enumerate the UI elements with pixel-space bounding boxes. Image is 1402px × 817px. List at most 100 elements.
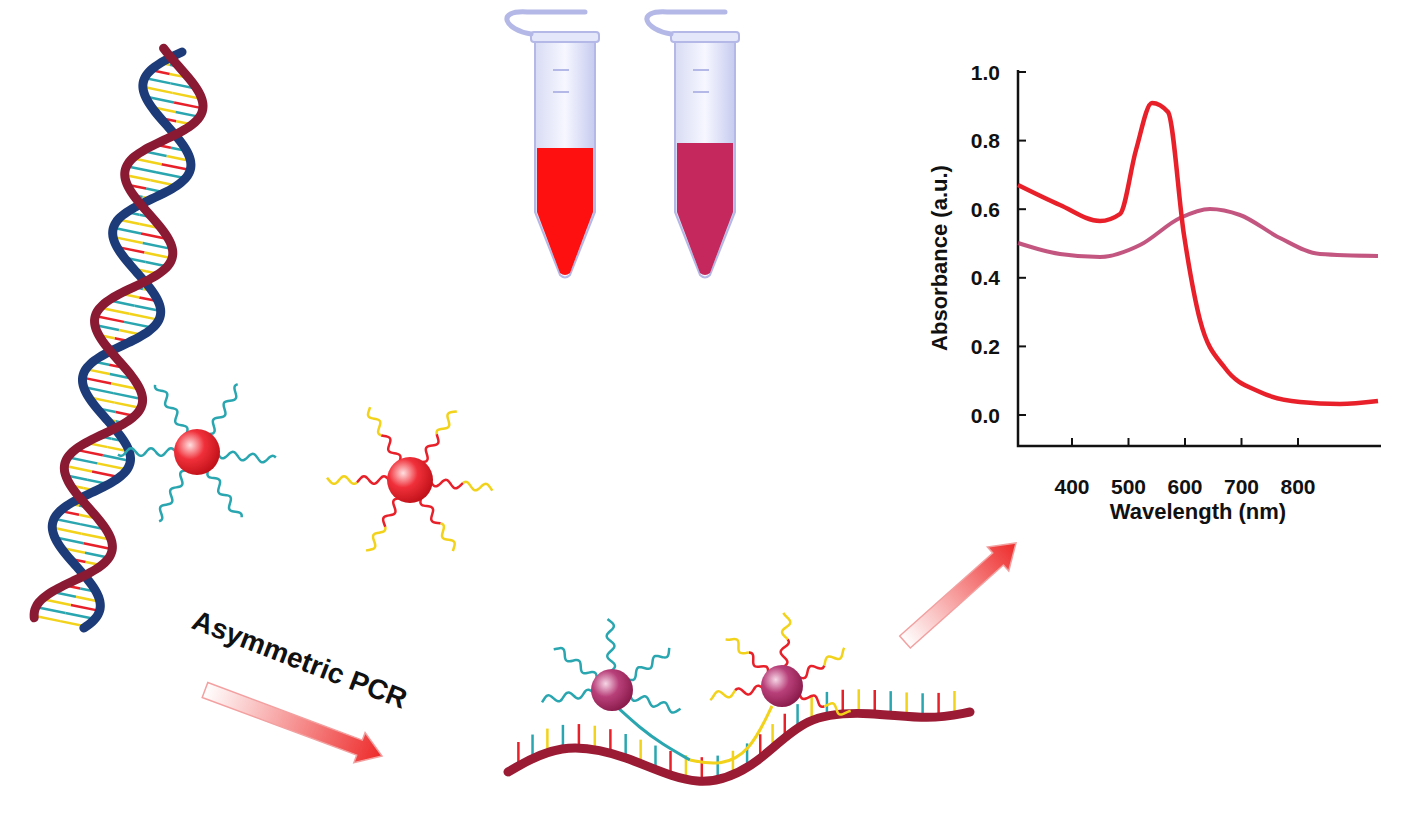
- target-base: [810, 697, 813, 719]
- tube-liquid: [537, 148, 593, 275]
- target-base: [594, 726, 597, 748]
- axis-title: Wavelength (nm): [1110, 501, 1286, 523]
- spectrum-curve: [1018, 209, 1378, 257]
- absorbance-chart: [1018, 70, 1381, 446]
- axis-tick-label: 0.8: [971, 130, 1000, 151]
- target-base: [953, 691, 956, 713]
- probe-strand: [824, 703, 850, 714]
- probe-strand: [554, 648, 597, 679]
- axis-tick: [1241, 438, 1243, 446]
- axis-tick-label: 1.0: [971, 62, 1000, 83]
- axis-tick: [1071, 438, 1073, 446]
- probe-strand: [381, 435, 400, 461]
- tube-mark: [553, 69, 569, 71]
- probe-strand: [431, 480, 463, 488]
- spectrum-curve: [1018, 103, 1378, 404]
- probe-strand: [357, 476, 389, 484]
- axis-tick-label: 0.4: [971, 267, 1000, 288]
- probe-strand: [463, 482, 492, 491]
- tube-cap: [647, 12, 725, 34]
- target-base: [873, 690, 876, 712]
- probe-strand: [383, 498, 399, 527]
- axis-tick: [1297, 438, 1299, 446]
- nanoparticle: [174, 429, 220, 475]
- probe-strand: [441, 523, 455, 551]
- target-base: [826, 692, 829, 714]
- probe-strand: [710, 690, 735, 700]
- tube-body: [535, 40, 595, 278]
- target-base: [654, 746, 657, 768]
- probe-strand: [630, 696, 680, 713]
- axis-tick-label: 700: [1224, 476, 1259, 497]
- probe-strand: [749, 653, 768, 674]
- target-base: [701, 757, 704, 779]
- target-base: [639, 740, 642, 762]
- axis-tick: [1018, 277, 1026, 279]
- probe-strand: [735, 686, 763, 695]
- probe-strand: [824, 648, 844, 666]
- nanoparticle: [387, 457, 433, 503]
- target-base: [578, 724, 581, 746]
- probe-strand: [607, 619, 615, 671]
- tube-body: [675, 40, 735, 278]
- probe-strand: [208, 384, 237, 434]
- target-base: [624, 734, 627, 756]
- probe-strand: [628, 648, 670, 680]
- probe-strand: [781, 639, 789, 667]
- target-ssdna: [508, 712, 970, 781]
- axis-tick: [1128, 438, 1130, 446]
- target-base: [531, 735, 534, 757]
- probe-strand: [159, 470, 186, 521]
- probe-strand: [437, 411, 457, 434]
- sample-tube: [507, 12, 599, 278]
- axis-tick-label: 0.0: [971, 405, 1000, 426]
- target-base: [669, 751, 672, 773]
- axis-tick-label: 0.6: [971, 199, 1000, 220]
- tube-cap: [507, 12, 585, 34]
- probe-strand: [420, 498, 440, 524]
- probe-strand: [366, 527, 385, 551]
- axis-tick-label: 600: [1167, 476, 1202, 497]
- probe-strand: [726, 639, 749, 653]
- probe-strand: [782, 613, 790, 639]
- axis-tick-label: 500: [1111, 476, 1146, 497]
- nanoparticle: [761, 665, 803, 707]
- target-base: [842, 690, 845, 712]
- axis-tick: [1018, 414, 1026, 416]
- axis-tick: [1184, 438, 1186, 446]
- dna-strand: [34, 48, 203, 618]
- axis-tick: [1018, 140, 1026, 142]
- probe-strand: [327, 476, 357, 484]
- axis-tick: [1018, 345, 1026, 347]
- probe-strand: [218, 452, 276, 462]
- target-base: [905, 692, 908, 714]
- probe-strand: [207, 470, 241, 518]
- process-arrow: [894, 531, 1026, 654]
- target-base: [889, 691, 892, 713]
- probe-strand: [155, 385, 188, 434]
- axis-tick-label: 400: [1054, 476, 1089, 497]
- target-base: [716, 756, 719, 778]
- gold-nanoparticle-probe: [542, 619, 680, 713]
- probe-strand: [118, 448, 176, 456]
- probe-strand: [800, 693, 825, 706]
- probe-strand: [799, 666, 825, 679]
- target-base: [857, 689, 860, 711]
- tube-mark: [693, 69, 709, 71]
- axis-tick-label: 0.2: [971, 336, 1000, 357]
- probe-strand: [542, 690, 593, 703]
- target-base: [937, 693, 940, 715]
- target-bases: [518, 689, 954, 779]
- gold-nanoparticle-probe: [327, 407, 492, 551]
- hybridised-strand: [690, 706, 772, 763]
- tube-rim: [531, 32, 599, 42]
- tube-mark: [693, 91, 709, 93]
- tube-liquid: [677, 143, 733, 275]
- tube-mark: [553, 91, 569, 93]
- axis-tick: [1018, 208, 1026, 210]
- gold-nanoparticle-probe: [118, 384, 276, 521]
- sample-tube: [647, 12, 739, 278]
- axis-title: Absorbance (a.u.): [929, 165, 951, 351]
- probe-strand: [421, 434, 438, 462]
